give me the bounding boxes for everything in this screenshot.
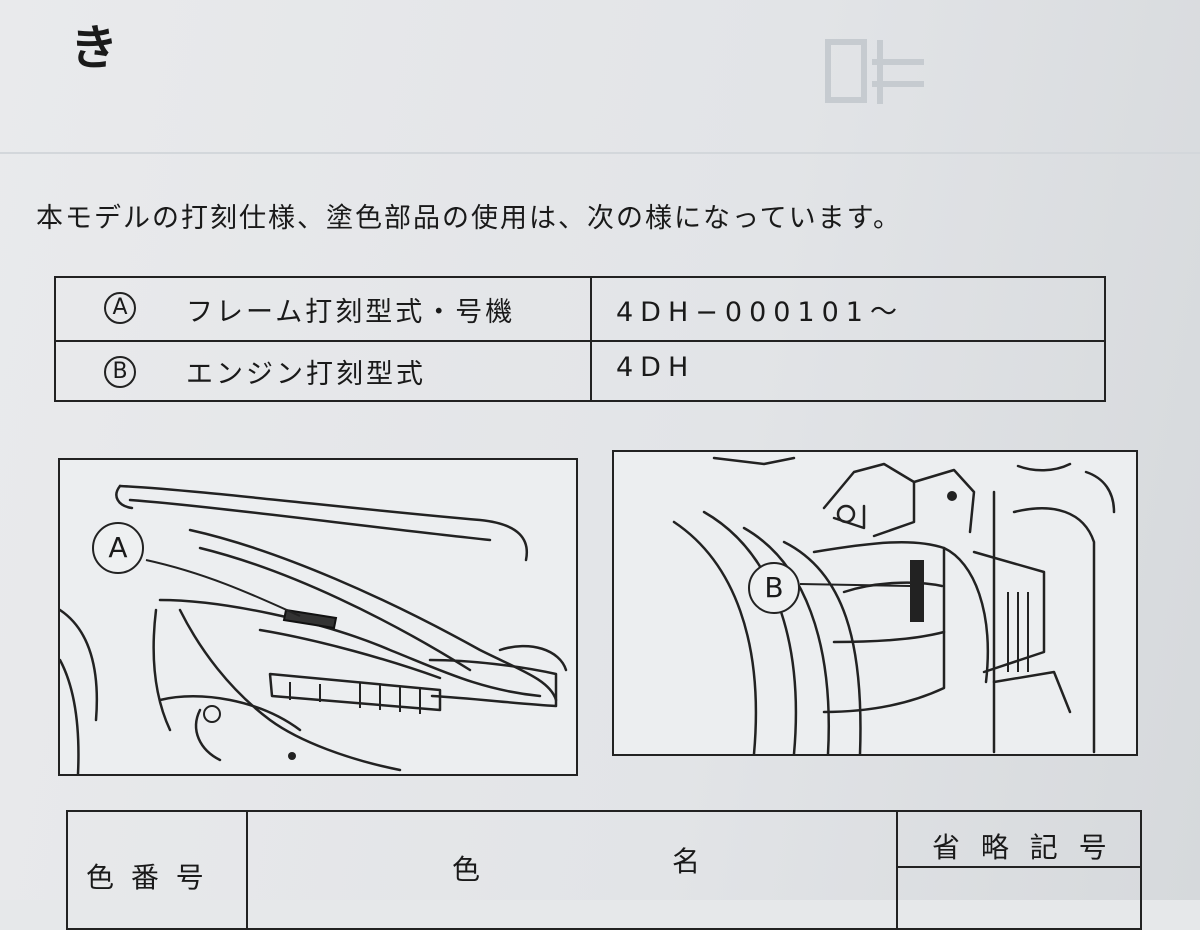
- figure-b-callout: B: [748, 562, 800, 614]
- color-table-divider-2: [896, 812, 898, 928]
- bleed-through-text: [820, 32, 930, 128]
- color-code-table: 色 番 号 色 名 省 略 記 号: [66, 810, 1142, 930]
- section-index-char: き: [70, 20, 119, 76]
- intro-text: 本モデルの打刻仕様、塗色部品の使用は、次の様になっています。: [36, 203, 902, 234]
- color-table-code-underline: [898, 866, 1142, 868]
- figure-frame-stamp: A: [58, 458, 578, 776]
- header-color-name-2: 名: [672, 845, 701, 878]
- spec-row-engine: B エンジン打刻型式 4DH: [56, 340, 1104, 402]
- header-color-name-1: 色: [452, 853, 481, 886]
- figure-a-callout: A: [92, 522, 144, 574]
- engine-stamp-location: [910, 560, 924, 622]
- stamping-spec-table: A フレーム打刻型式・号機 4DH−000101〜 B エンジン打刻型式 4DH: [54, 276, 1106, 402]
- spec-label-engine: エンジン打刻型式: [186, 359, 426, 390]
- spec-row-frame: A フレーム打刻型式・号機 4DH−000101〜: [56, 278, 1104, 342]
- mark-b-circle: B: [104, 356, 136, 388]
- mark-a-circle: A: [104, 292, 136, 324]
- scooter-frame-illustration: [60, 484, 568, 774]
- header-abbreviation: 省 略 記 号: [932, 831, 1113, 864]
- color-table-divider-1: [246, 812, 248, 928]
- figure-engine-stamp: B: [612, 450, 1138, 756]
- spec-column-divider: [590, 278, 592, 400]
- spec-value-frame: 4DH−000101〜: [616, 297, 904, 328]
- bleed-glyph: [825, 39, 924, 104]
- spec-value-engine: 4DH: [616, 352, 696, 383]
- header-color-number: 色 番 号: [86, 861, 208, 894]
- bleed-through-line: [0, 152, 1200, 154]
- spec-label-frame: フレーム打刻型式・号機: [186, 297, 516, 328]
- engine-illustration: [672, 456, 1116, 754]
